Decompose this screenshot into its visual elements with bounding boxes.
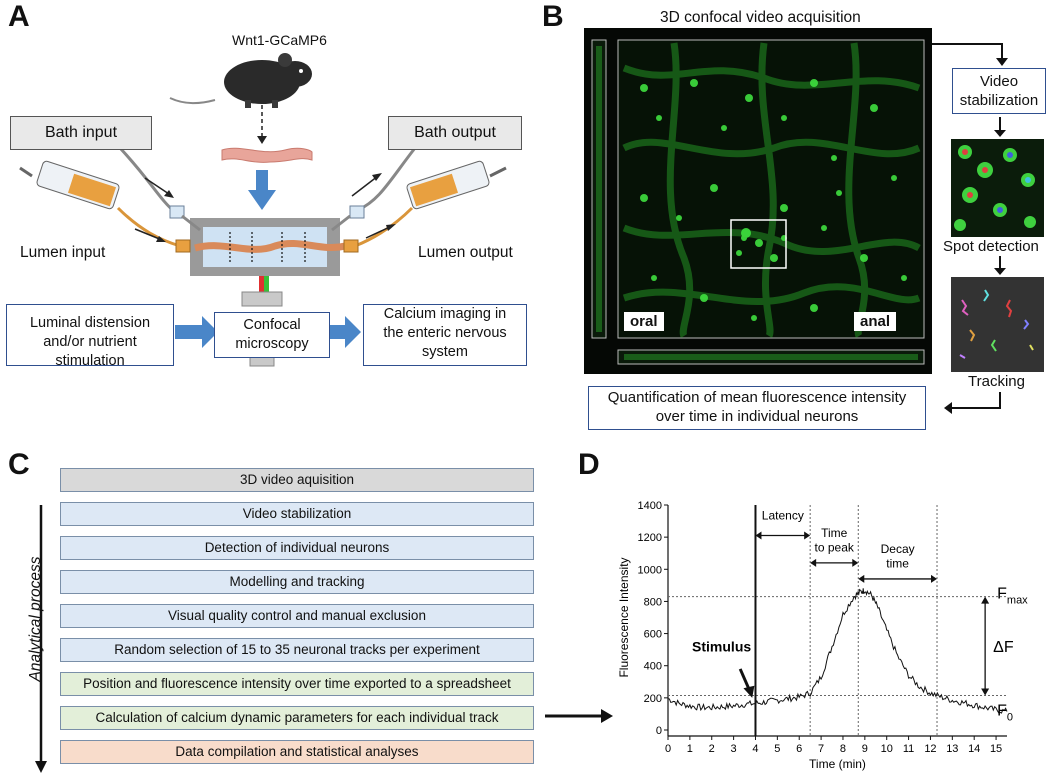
process-step: Position and fluorescence intensity over… [60,672,534,696]
fmax-subscript: max [1007,595,1028,607]
stimulus-label: Stimulus [692,638,751,654]
anal-label: anal [854,312,897,331]
y-tick-label: 1200 [638,532,662,544]
f0-subscript: 0 [1007,711,1013,723]
analytical-process-arrow [35,505,47,773]
time-to-peak-arrow-head-left [810,558,817,567]
y-tick-label: 1400 [638,500,662,512]
panel-b-flow-arrows [932,43,1044,414]
y-tick-label: 0 [656,725,662,737]
time-to-peak-label-line1: Time [821,526,848,540]
bath-input-box: Bath input [10,116,152,150]
lumen-output-label: Lumen output [418,244,513,261]
panel-b-letter: B [542,0,564,33]
oral-label: oral [624,312,664,331]
y-tick-label: 600 [644,629,662,641]
process-step: 3D video aquisition [60,468,534,492]
x-tick-label: 4 [752,743,758,755]
fmax-label: Fmax [997,586,1028,607]
x-axis-label: Time (min) [809,757,866,771]
c-to-d-arrow [545,709,613,723]
process-step: Calculation of calcium dynamic parameter… [60,706,534,730]
video-stabilization-box: Video stabilization [952,68,1046,114]
latency-arrow-head-right [804,531,811,540]
quantification-box: Quantification of mean fluorescence inte… [588,386,926,430]
tracking-image [951,277,1044,372]
x-tick-label: 13 [946,743,958,755]
decay-time-arrow-head-right [931,574,938,583]
tracking-label: Tracking [968,373,1025,390]
delta-f-label: ΔF [993,639,1014,656]
latency-arrow-head-left [755,531,762,540]
x-tick-label: 10 [881,743,893,755]
process-step: Video stabilization [60,502,534,526]
delta-f-arrow-head-top [981,596,990,604]
syringe-right-icon [406,160,507,210]
syringe-left-icon [19,160,120,210]
y-tick-label: 400 [644,661,662,673]
spot-detection-label: Spot detection [943,238,1039,255]
delta-f-arrow-head-bottom [981,688,990,696]
panel-c-letter: C [8,448,30,481]
x-tick-label: 3 [731,743,737,755]
process-step: Random selection of 15 to 35 neuronal tr… [60,638,534,662]
mouse-icon [169,53,312,108]
latency-label: Latency [762,508,804,522]
y-tick-label: 800 [644,596,662,608]
process-step: Visual quality control and manual exclus… [60,604,534,628]
y-tick-label: 1000 [638,564,662,576]
stimulation-box: Luminal distension and/or nutrient stimu… [6,304,174,369]
x-tick-label: 15 [990,743,1002,755]
confocal-title: 3D confocal video acquisition [660,9,861,26]
spot-detection-image [951,139,1044,237]
confocal-microscopy-box: Confocal microscopy [214,312,330,358]
x-tick-label: 8 [840,743,846,755]
fluorescence-trace [667,588,1008,714]
panel-a-letter: A [8,0,30,33]
process-step: Data compilation and statistical analyse… [60,740,534,764]
mouse-label: Wnt1-GCaMP6 [232,32,327,48]
process-step: Modelling and tracking [60,570,534,594]
lumen-input-label: Lumen input [20,244,106,261]
x-tick-label: 2 [709,743,715,755]
decay-time-arrow-head-left [858,574,865,583]
x-tick-label: 0 [665,743,671,755]
time-to-peak-arrow-head-right [852,558,859,567]
x-tick-label: 6 [796,743,802,755]
decay-time-label-line1: Decay [881,542,915,556]
f0-label: F0 [997,702,1013,723]
calcium-imaging-box: Calcium imaging in the enteric nervous s… [363,304,527,366]
x-tick-label: 7 [818,743,824,755]
y-axis-label: Fluorescence Intensity [617,557,631,677]
panel-a-illustration [19,53,507,367]
stimulus-arrow-head [743,685,755,698]
y-tick-label: 200 [644,693,662,705]
process-step: Detection of individual neurons [60,536,534,560]
x-tick-label: 1 [687,743,693,755]
x-tick-label: 5 [774,743,780,755]
x-tick-label: 12 [924,743,936,755]
x-tick-label: 11 [903,743,914,755]
neuron-spots [640,79,907,321]
x-tick-label: 14 [968,743,980,755]
x-tick-label: 9 [862,743,868,755]
time-to-peak-label-line2: to peak [815,541,855,555]
bath-output-box: Bath output [388,116,522,150]
decay-time-label-line2: time [886,557,909,571]
panel-d-letter: D [578,448,600,481]
